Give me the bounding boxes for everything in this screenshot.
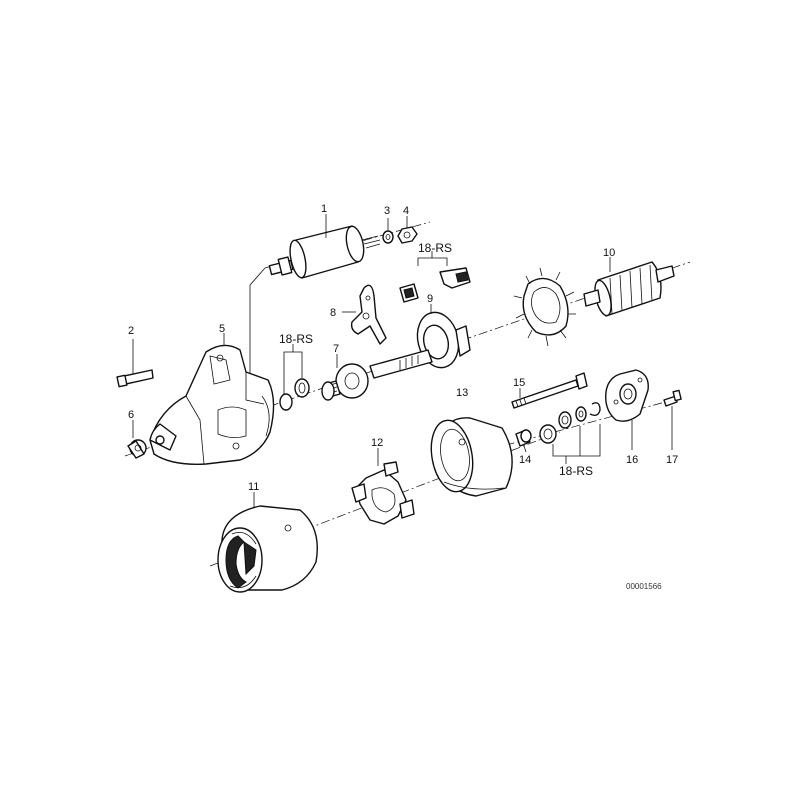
- callout-15: 15: [513, 377, 525, 389]
- callout-18-rs-top: 18-RS: [418, 241, 452, 255]
- brush-holder-ring: [513, 267, 576, 347]
- brush-set-part-18-top: [399, 251, 471, 303]
- callout-13: 13: [456, 387, 468, 399]
- lock-rings-part-18-right: [539, 402, 601, 464]
- retaining-rings-part-18-mid: [279, 344, 310, 411]
- image-reference-code: 00001566: [626, 582, 662, 591]
- callout-18-rs-middle: 18-RS: [279, 332, 313, 346]
- callout-2: 2: [128, 325, 134, 337]
- callout-8: 8: [330, 307, 336, 319]
- callout-14: 14: [519, 454, 531, 466]
- cap-screw: [663, 389, 682, 450]
- drive-end-housing: [149, 333, 275, 465]
- bushing-part-14: [515, 429, 532, 453]
- end-cap: [605, 369, 649, 450]
- housing-bolt: [116, 339, 154, 388]
- bushing-part-6: [127, 420, 147, 459]
- callout-5: 5: [219, 323, 225, 335]
- callout-3: 3: [384, 205, 390, 217]
- callout-12: 12: [371, 437, 383, 449]
- yoke-housing: [430, 417, 513, 497]
- callout-16: 16: [626, 454, 638, 466]
- brush-plate: [351, 448, 415, 525]
- field-frame: [217, 492, 318, 593]
- nut-part-4: [397, 216, 418, 244]
- callout-4: 4: [403, 205, 409, 217]
- armature: [583, 257, 675, 317]
- callout-1: 1: [321, 203, 327, 215]
- callout-labels: 1 2 3 4 5 6 7 8 9 10 11 12 13 14 15 16 1…: [128, 203, 678, 493]
- callout-11: 11: [248, 481, 259, 493]
- callout-7: 7: [333, 343, 339, 355]
- pinion-drive: [321, 354, 369, 401]
- shift-fork-lever: [342, 284, 387, 345]
- solenoid-switch: [268, 214, 381, 279]
- callout-9: 9: [427, 293, 433, 305]
- callout-6: 6: [128, 409, 134, 421]
- callout-17: 17: [666, 454, 678, 466]
- through-bolt: [511, 372, 588, 409]
- callout-18-rs-right: 18-RS: [559, 464, 593, 478]
- bearing-shield: [369, 304, 471, 379]
- callout-10: 10: [603, 247, 615, 259]
- washer-part-3: [382, 218, 394, 244]
